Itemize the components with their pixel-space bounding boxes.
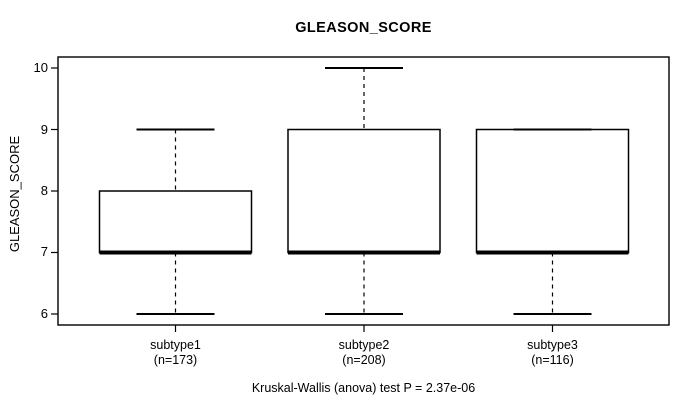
x-group-label-subtype1: subtype1 (n=173) bbox=[106, 338, 246, 367]
y-tick-label: 8 bbox=[40, 183, 48, 198]
y-tick-label: 7 bbox=[40, 244, 48, 260]
y-tick-label: 10 bbox=[33, 60, 48, 75]
group-n: (n=116) bbox=[531, 352, 574, 367]
iqr-box bbox=[98, 190, 253, 254]
y-tick-label: 9 bbox=[40, 121, 48, 137]
iqr-box bbox=[287, 128, 441, 254]
x-group-label-subtype2: subtype2 (n=208) bbox=[294, 338, 434, 367]
group-n: (n=208) bbox=[342, 352, 386, 367]
group-n: (n=173) bbox=[153, 352, 198, 367]
y-tick-label: 6 bbox=[40, 305, 48, 321]
x-group-label-subtype3: subtype3 (n=116) bbox=[483, 338, 623, 367]
group-name: subtype1 bbox=[150, 338, 201, 352]
group-name: subtype2 bbox=[338, 338, 390, 352]
chart-title: GLEASON_SCORE bbox=[295, 20, 432, 36]
stat-test-caption: Kruskal-Wallis (anova) test P = 2.37e-06 bbox=[251, 381, 476, 395]
group-name: subtype3 bbox=[527, 338, 578, 352]
iqr-box bbox=[475, 128, 630, 254]
